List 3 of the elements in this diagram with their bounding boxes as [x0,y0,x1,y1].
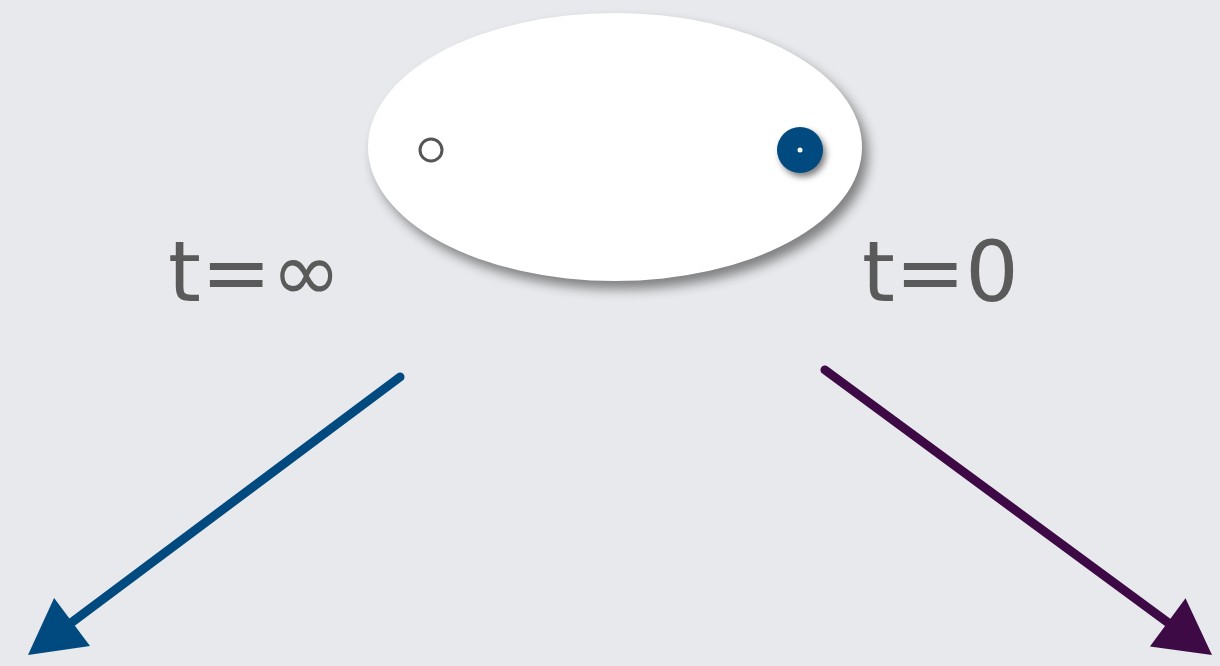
time-label: t=∞ [168,230,342,314]
time-label: t=0 [862,230,1019,314]
ellipse-shape [367,12,863,282]
